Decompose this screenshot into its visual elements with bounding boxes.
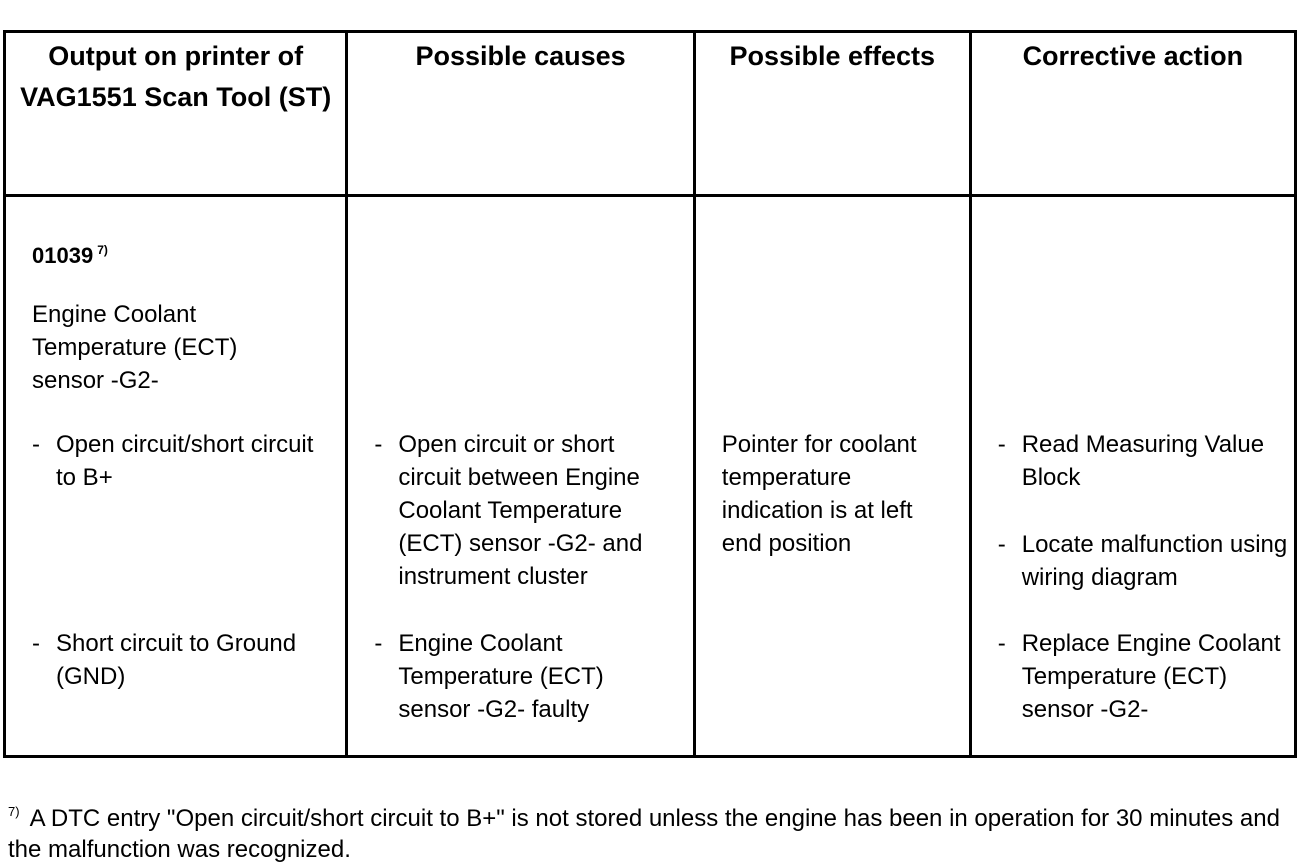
diagnostic-trouble-code-table: Output on printer of VAG1551 Scan Tool (… [2,30,1298,758]
component-name: Engine Coolant Temperature (ECT) sensor … [32,301,238,394]
cause-open-circuit: - Open circuit or short circuit between … [374,428,674,593]
footnote-reference: 7) [97,243,108,257]
cell-effects: Pointer for coolant temperature indicati… [692,194,972,758]
fault-short-to-ground-text: Short circuit to Ground (GND) [56,630,297,690]
cause-open-circuit-text: Open circuit or short circuit between En… [398,431,643,590]
header-possible-effects: Possible effects [692,30,972,197]
footnote-marker: 7) [8,804,20,819]
cell-corrective-action: - Read Measuring Value Block - Locate ma… [968,194,1298,758]
header-possible-causes: Possible causes [345,30,696,197]
header-output-on-printer: Output on printer of VAG1551 Scan Tool (… [2,30,349,197]
bullet-dash: - [997,630,1006,657]
action-locate-malfunction-text: Locate malfunction using wiring diagram [1021,531,1288,591]
bullet-dash: - [32,431,40,458]
cell-causes: - Open circuit or short circuit between … [345,194,696,758]
cause-sensor-faulty-text: Engine Coolant Temperature (ECT) sensor … [398,630,604,723]
footnote-text: A DTC entry "Open circuit/short circuit … [8,805,1280,863]
effect-pointer-left: Pointer for coolant temperature indicati… [721,431,917,557]
header-corrective-action: Corrective action [968,30,1298,197]
action-read-measuring-value-block-text: Read Measuring Value Block [1021,431,1265,491]
bullet-dash: - [997,431,1006,458]
bullet-dash: - [32,630,40,657]
action-locate-malfunction: - Locate malfunction using wiring diagra… [998,528,1288,594]
cause-sensor-faulty: - Engine Coolant Temperature (ECT) senso… [374,627,644,726]
bullet-dash: - [997,531,1006,558]
fault-short-to-ground: - Short circuit to Ground (GND) [32,627,302,693]
action-replace-sensor: - Replace Engine Coolant Temperature (EC… [998,627,1288,726]
fault-open-circuit-text: Open circuit/short circuit to B+ [56,431,314,491]
table-header-row: Output on printer of VAG1551 Scan Tool (… [2,30,1298,197]
action-replace-sensor-text: Replace Engine Coolant Temperature (ECT)… [1021,630,1281,723]
bullet-dash: - [374,630,383,657]
footnote: 7)A DTC entry "Open circuit/short circui… [8,796,1288,865]
fault-open-circuit: - Open circuit/short circuit to B+ [32,428,322,494]
bullet-dash: - [374,431,383,458]
action-read-measuring-value-block: - Read Measuring Value Block [998,428,1278,494]
